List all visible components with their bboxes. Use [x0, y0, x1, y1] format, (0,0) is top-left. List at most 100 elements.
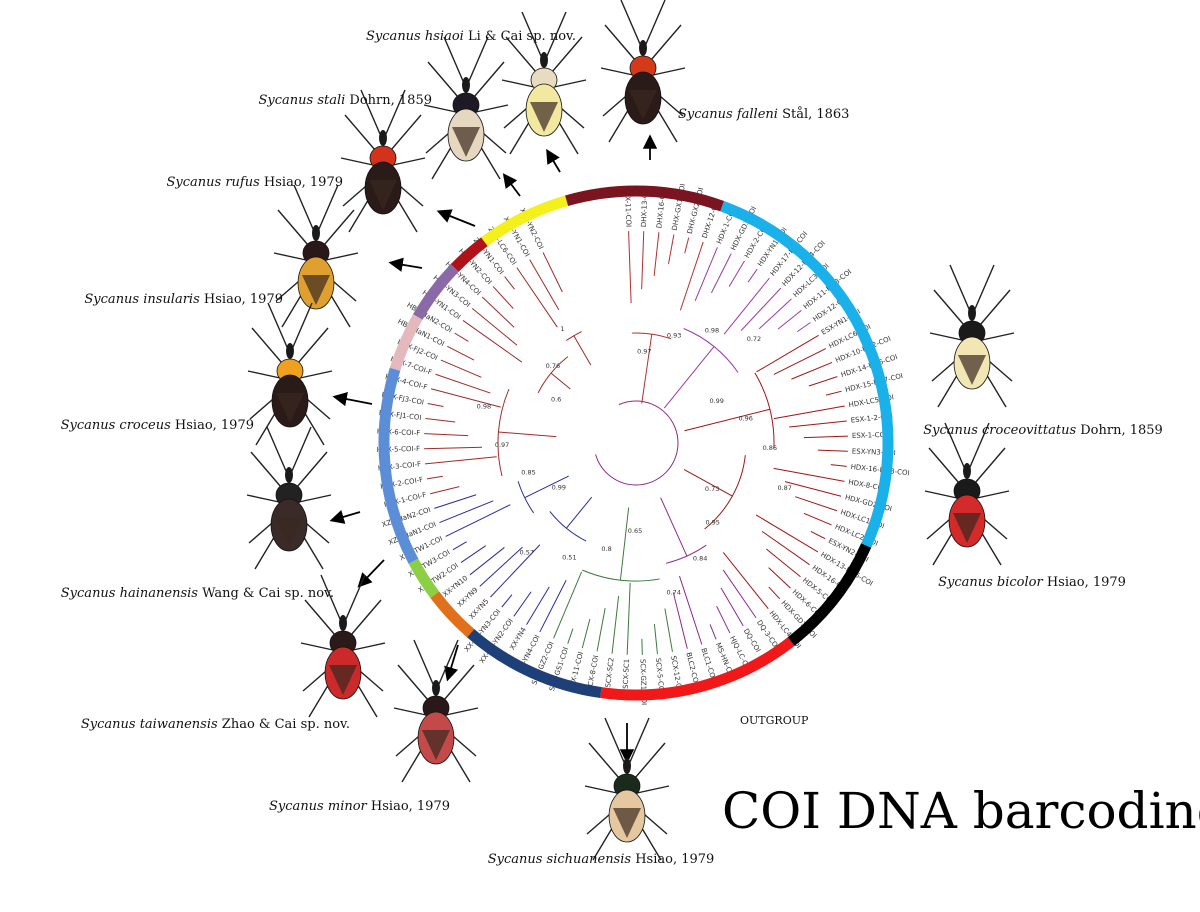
tree-branch [766, 548, 801, 578]
tree-branch [435, 373, 491, 394]
tree-branch [567, 628, 574, 644]
tree-branch [789, 420, 847, 428]
tree-branch [768, 586, 781, 600]
leaf-label: HDX-16-HD8-COI [850, 463, 910, 477]
ring-segment-hainanensis [408, 558, 440, 598]
ring-segment-outgroup [787, 543, 872, 646]
species-label-croceus: Sycanus croceus Hsiao, 1979 [61, 418, 254, 433]
support-values: 0.970.930.980.720.990.960.860.870.730.95… [477, 325, 792, 596]
support-value: 0.99 [552, 483, 566, 491]
tree-branch [529, 259, 560, 311]
leaf-label: BLC1-COI [699, 647, 717, 681]
support-value: 0.51 [562, 553, 576, 561]
tree-branch [830, 464, 847, 467]
support-value: 0.95 [705, 519, 719, 527]
arrow-hainanensis [329, 510, 361, 524]
leaf-label: HUX-6-COI-F [377, 428, 421, 438]
tree-branch [452, 541, 467, 551]
tree-branch [619, 507, 630, 581]
tree-branch [773, 348, 827, 375]
arrow-croceus [332, 391, 373, 407]
tree-branch [755, 514, 819, 553]
species-label-hsiaoi: Sycanus hsiaoi Li & Cai sp. nov. [366, 29, 576, 44]
specimen-croceovittatus [929, 264, 1015, 408]
tree-branch [434, 494, 477, 509]
species-label-falleni: Sycanus falleni Stål, 1863 [678, 106, 849, 122]
ring-segment-hsiaoi [481, 195, 569, 247]
arrow-rufus [436, 209, 476, 227]
tree-branch [539, 580, 567, 633]
clade-arc [704, 455, 746, 530]
leaf-label: SCX-SC2 [604, 657, 615, 688]
tree-branch [653, 232, 660, 277]
tree-branch [720, 587, 744, 627]
tree-branch [424, 456, 497, 465]
clade-color-ring [378, 185, 894, 701]
tree-branch [795, 496, 838, 512]
leaf-label: DHX-13-COI [640, 185, 650, 227]
tree-branch [581, 618, 591, 649]
ring-segment-falleni [565, 185, 725, 212]
tree-branch [573, 335, 592, 366]
tree-branch [723, 277, 770, 335]
support-value: 0.85 [521, 469, 535, 477]
arrow-insularis [388, 257, 423, 272]
clade-arrows [329, 134, 658, 764]
arrow-minor [444, 644, 459, 682]
tree-branch [796, 322, 811, 333]
specimen-stali [423, 36, 509, 180]
support-value: 0.96 [738, 414, 752, 422]
tree-branch [641, 231, 645, 290]
tree-branch [425, 418, 456, 423]
support-value: 0.8 [601, 545, 611, 553]
tree-branch [728, 260, 745, 287]
tree-branch [550, 372, 571, 390]
species-labels: Sycanus hsiaoi Li & Cai sp. nov. Sycanus … [61, 29, 1163, 867]
tree-branch [553, 571, 583, 639]
tree-branch [710, 253, 732, 294]
tree-branch [653, 624, 658, 654]
support-value: 0.76 [546, 362, 560, 370]
clade-arc [549, 511, 587, 542]
tree-branch [498, 431, 557, 438]
tree-branch [628, 231, 632, 304]
tree-branch [773, 405, 845, 420]
support-value: 0.6 [551, 395, 561, 403]
specimen-bicolor [924, 422, 1010, 566]
tree-branch [716, 605, 731, 634]
arrow-hsiaoi [546, 148, 561, 173]
tree-branch [810, 531, 826, 540]
ring-segment-rufus [412, 264, 459, 320]
tree-branch [626, 582, 631, 655]
tree-branch [447, 345, 475, 361]
tree-branch [672, 592, 688, 649]
specimen-taiwanensis [300, 574, 386, 718]
tree-branch [663, 346, 715, 409]
support-value: 0.97 [637, 347, 651, 355]
species-label-minor: Sycanus minor Hsiao, 1979 [269, 799, 450, 814]
arrow-stali [502, 173, 521, 197]
tree-branch [679, 575, 703, 645]
leaf-label: XX-YN4 [508, 625, 528, 651]
tree-branch [516, 267, 558, 328]
tree-branch [668, 234, 675, 265]
tree-branch [777, 309, 802, 330]
tree-branch [426, 475, 443, 480]
arrow-taiwanensis [357, 559, 385, 588]
tree-branch [747, 268, 758, 283]
tree-branch [492, 286, 514, 309]
tree-branch [427, 403, 444, 407]
leaf-label: SCX-GZ1-COI [638, 659, 647, 705]
support-value: 0.97 [495, 441, 509, 449]
specimen-insularis [273, 184, 359, 328]
tree-branch [803, 435, 848, 439]
tree-branch [784, 481, 842, 497]
tree-branch [683, 469, 733, 497]
species-label-stali: Sycanus stali Dohrn, 1859 [259, 93, 433, 108]
tree-branch [709, 624, 717, 640]
specimen-croceus [247, 302, 333, 446]
tree-branch [445, 504, 511, 537]
ring-segment-minor [467, 629, 602, 698]
support-value: 0.74 [666, 588, 680, 596]
leaf-label: HUX-5-COI-F [377, 445, 421, 454]
